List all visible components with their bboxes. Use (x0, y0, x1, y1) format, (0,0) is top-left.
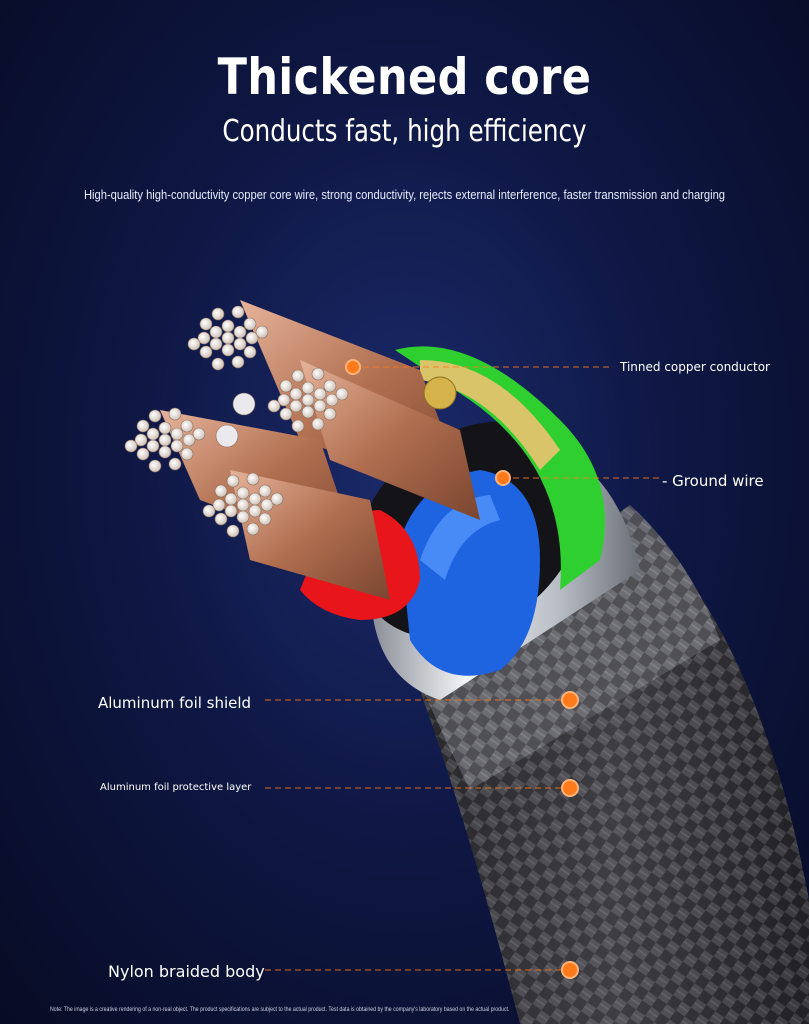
page-description: High-quality high-conductivity copper co… (83, 187, 726, 202)
label-nylon-body: Nylon braided body (108, 962, 265, 981)
page-subtitle: Conducts fast, high efficiency (222, 114, 587, 149)
callout-dot-tinned (345, 359, 361, 375)
label-tinned-copper: Tinned copper conductor (620, 360, 770, 374)
blue-sleeve (400, 470, 540, 676)
callout-dot-foil-layer (561, 779, 579, 797)
page-title: Thickened core (217, 48, 592, 106)
callout-dot-nylon (561, 961, 579, 979)
callout-dot-foil-shield (561, 691, 579, 709)
foil-protective-layer (410, 505, 720, 790)
copper-strand-ends (124, 305, 349, 538)
callout-dot-ground (495, 470, 511, 486)
label-foil-shield: Aluminum foil shield (98, 694, 252, 712)
tinned-conductor (423, 376, 457, 410)
label-ground-wire: - Ground wire (662, 472, 764, 490)
label-foil-layer: Aluminum foil protective layer (100, 782, 252, 793)
footnote: Note: The image is a creative rendering … (50, 1006, 510, 1013)
